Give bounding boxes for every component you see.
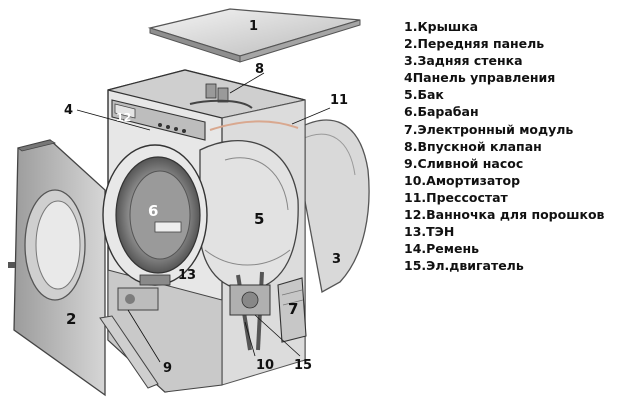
callout-1: 1 — [249, 19, 258, 34]
callout-6: 6 — [148, 202, 158, 220]
pressure-switch — [209, 120, 299, 131]
legend-item-14: 14.Ремень — [404, 241, 480, 257]
callout-2: 2 — [66, 310, 76, 328]
callout-15: 15 — [294, 358, 312, 373]
legend-item-8: 8.Впускной клапан — [404, 138, 542, 154]
callout-9: 9 — [163, 361, 172, 376]
callout-numbers: 1 2 3 4 5 6 7 8 9 10 11 12 13 15 — [64, 19, 348, 376]
legend-item-7: 7.Электронный модуль — [404, 121, 574, 137]
callout-3: 3 — [332, 252, 341, 267]
drum — [102, 144, 208, 286]
callout-8: 8 — [255, 62, 264, 77]
tank — [199, 139, 299, 291]
callout-7: 7 — [288, 300, 298, 318]
drain-pump — [117, 287, 159, 311]
legend-item-2: 2.Передняя панель — [404, 36, 545, 52]
legend-item-10: 10.Амортизатор — [404, 172, 521, 188]
electric-motor — [229, 284, 271, 316]
legend-item-11: 11.Прессостат — [404, 189, 508, 205]
legend-item-6: 6.Барабан — [404, 104, 479, 120]
bottom-plinth — [99, 315, 159, 389]
leader-lines — [76, 72, 331, 363]
legend-item-15: 15.Эл.двигатель — [404, 258, 524, 274]
callout-11: 11 — [330, 93, 348, 108]
electronic-module — [277, 277, 307, 343]
lid — [147, 8, 361, 63]
callout-13: 13 — [178, 268, 196, 283]
legend-item-3: 3.Задняя стенка — [404, 53, 523, 69]
legend-item-1: 1.Крышка — [404, 19, 479, 34]
callout-12: 12 — [116, 111, 131, 124]
legend-item-13: 13.ТЭН — [404, 224, 455, 240]
inlet-valve — [189, 83, 253, 109]
legend-item-5: 5.Бак — [404, 87, 444, 103]
legend-item-12: 12.Ванночка для порошков — [404, 207, 605, 223]
callout-4: 4 — [64, 103, 73, 118]
control-panel — [111, 99, 206, 141]
legend-item-9: 9.Сливной насос — [404, 155, 524, 171]
parts-legend: 1.Крышка 2.Передняя панель 3.Задняя стен… — [404, 18, 604, 274]
heater — [139, 274, 171, 286]
callout-5: 5 — [254, 210, 264, 228]
front-panel — [8, 139, 106, 397]
legend-item-4: 4Панель управления — [404, 70, 556, 86]
callout-10: 10 — [256, 358, 274, 373]
back-wall — [291, 119, 370, 294]
